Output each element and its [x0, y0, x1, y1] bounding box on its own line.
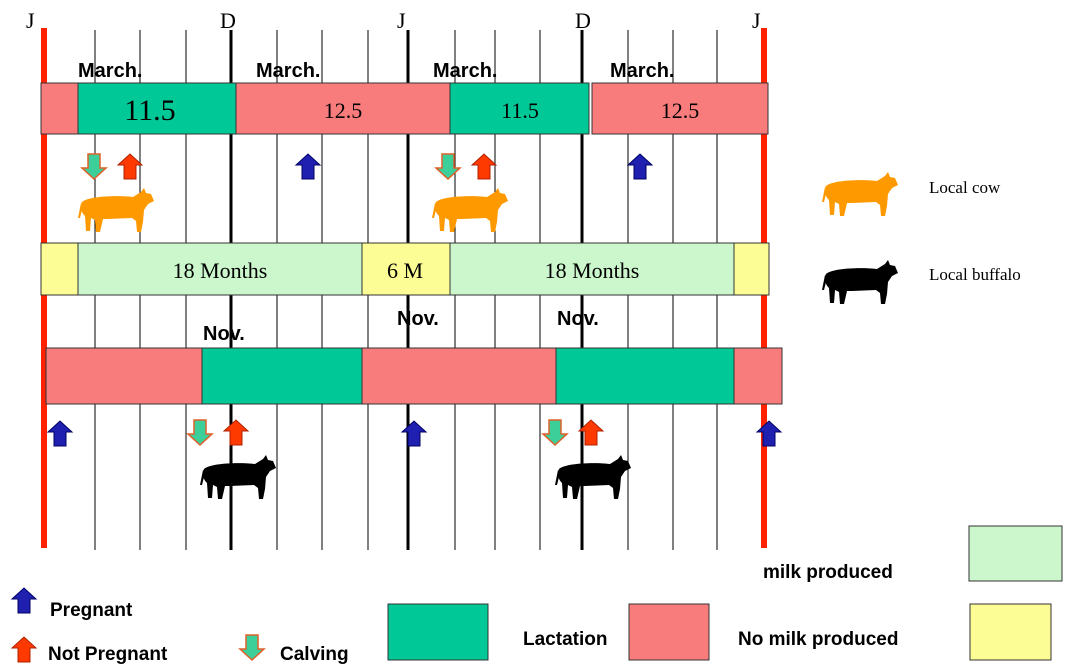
cow-pregnant-icon: [627, 153, 653, 180]
legend-calving-label: Calving: [280, 644, 349, 665]
buffalo-month-label: Nov.: [397, 308, 439, 330]
cow-pregnant-icon: [295, 153, 321, 180]
buffalo-not-pregnant-icon: [223, 419, 249, 446]
cow-segment: [235, 82, 451, 135]
milk-segment: [40, 242, 79, 296]
milk-segment: [77, 242, 363, 296]
buffalo-calving-icon: [187, 419, 213, 446]
legend-pregnant-label: Pregnant: [50, 600, 133, 621]
buffalo-calving-icon: [542, 419, 568, 446]
cow-month-label: March.: [256, 60, 320, 82]
buffalo-segment: [361, 347, 557, 405]
legend-lactation-swatch: [387, 603, 489, 661]
legend-milk-produced-label: milk produced: [763, 562, 893, 583]
legend: Pregnant Not Pregnant Calving Lactation …: [11, 525, 1063, 665]
buffalo-pregnant-icon: [756, 420, 782, 447]
cow-icon: [432, 188, 508, 232]
month-letter-j-1: J: [26, 8, 35, 33]
cow-month-label: March.: [78, 60, 142, 82]
cow-icon: [78, 188, 154, 232]
milk-segment-label: 18 Months: [173, 258, 268, 283]
legend-not-pregnant-icon: [11, 636, 37, 663]
milk-segment: [733, 242, 770, 296]
buffalo-pregnant-icon: [401, 420, 427, 447]
legend-not-milking-swatch: [628, 603, 710, 661]
legend-no-milk-swatch: [969, 603, 1052, 661]
legend-lactation-label: Lactation: [523, 629, 607, 650]
cow-segment-label: 12.5: [324, 98, 363, 123]
milk-segment-label: 6 M: [387, 258, 423, 283]
month-letter-j-3: J: [752, 8, 761, 33]
cow-segment-label: 11.5: [501, 98, 539, 123]
buffalo-segment: [555, 347, 735, 405]
buffalo-month-label: Nov.: [557, 308, 599, 330]
legend-no-milk-label: No milk produced: [738, 629, 898, 650]
legend-calving-icon: [239, 634, 265, 661]
month-letter-d-1: D: [220, 8, 236, 33]
buffalo-timeline: [45, 347, 783, 405]
buffalo-key-label: Local buffalo: [929, 265, 1021, 284]
cow-segment-label: 11.5: [124, 94, 175, 127]
legend-not-pregnant-label: Not Pregnant: [48, 644, 168, 665]
cow-not-pregnant-icon: [471, 153, 497, 180]
cow-segment: [591, 82, 769, 135]
milk-segment: [361, 242, 451, 296]
milk-segment: [449, 242, 735, 296]
buffalo-key-icon: [822, 260, 898, 304]
buffalo-segment: [45, 347, 203, 405]
legend-milk-produced-swatch: [968, 525, 1063, 582]
cow-month-label: March.: [610, 60, 674, 82]
legend-pregnant-icon: [11, 587, 37, 614]
cow-segment: [449, 82, 590, 135]
cow-segment-label: 12.5: [661, 98, 700, 123]
milk-segment-label: 18 Months: [545, 258, 640, 283]
cow-month-label: March.: [433, 60, 497, 82]
cow-not-pregnant-icon: [117, 153, 143, 180]
cow-calving-icon: [435, 153, 461, 180]
cow-segment: [40, 82, 79, 135]
milk-band: [40, 242, 770, 296]
cow-calving-icon: [81, 153, 107, 180]
buffalo-icon: [555, 455, 631, 499]
buffalo-icon: [200, 455, 276, 499]
month-letter-d-2: D: [575, 8, 591, 33]
buffalo-month-label: Nov.: [203, 323, 245, 345]
cow-key-icon: [822, 172, 898, 216]
cow-segment: [77, 82, 237, 135]
month-letter-j-2: J: [397, 8, 406, 33]
cow-timeline: [40, 82, 769, 135]
buffalo-segment: [201, 347, 363, 405]
cow-key-label: Local cow: [929, 178, 1001, 197]
buffalo-segment: [733, 347, 783, 405]
buffalo-pregnant-icon: [47, 420, 73, 447]
